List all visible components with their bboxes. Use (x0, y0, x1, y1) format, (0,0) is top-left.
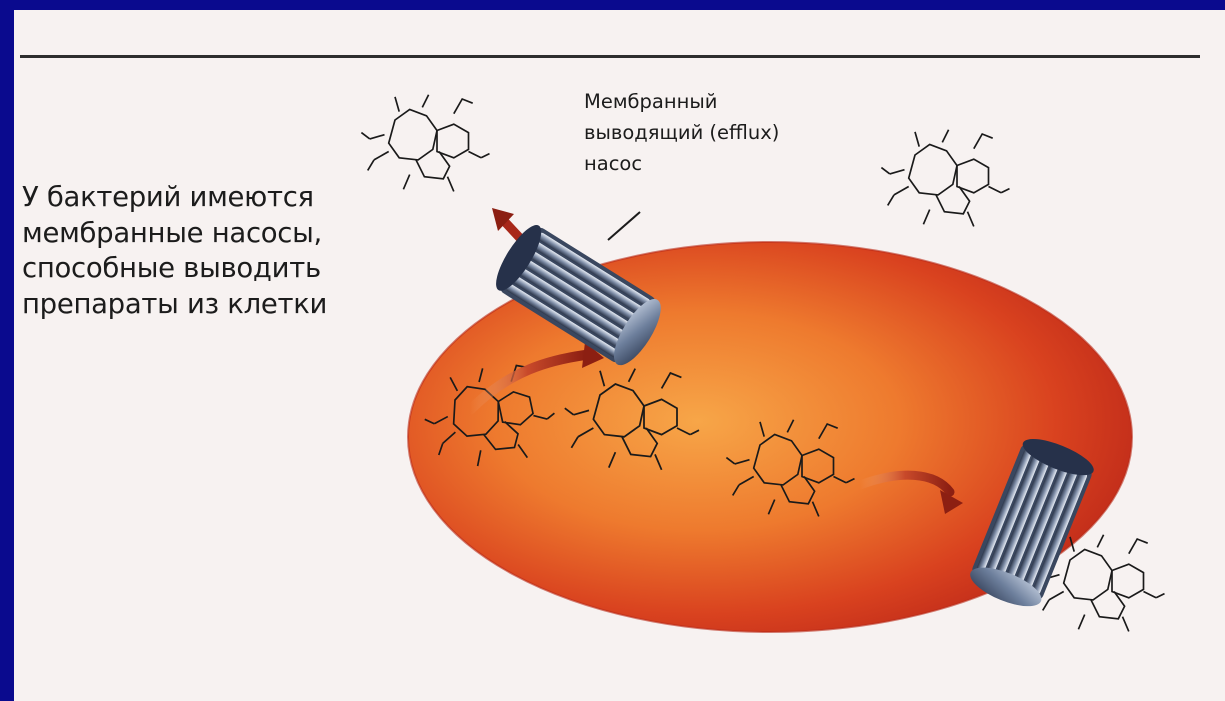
pump-label-line: выводящий (efflux) (584, 117, 904, 148)
drug-molecule-top-left (361, 95, 489, 192)
caption-line: способные выводить (22, 251, 422, 287)
main-caption: У бактерий имеются мембранные насосы, сп… (22, 180, 422, 322)
caption-line: мембранные насосы, (22, 216, 422, 252)
pump-label: Мембранный выводящий (efflux) насос (584, 86, 904, 179)
header-rule (20, 55, 1200, 58)
caption-line: препараты из клетки (22, 287, 422, 323)
pump-label-line: насос (584, 148, 904, 179)
pump-label-pointer (608, 212, 640, 240)
pump-label-line: Мембранный (584, 86, 904, 117)
caption-line: У бактерий имеются (22, 180, 422, 216)
